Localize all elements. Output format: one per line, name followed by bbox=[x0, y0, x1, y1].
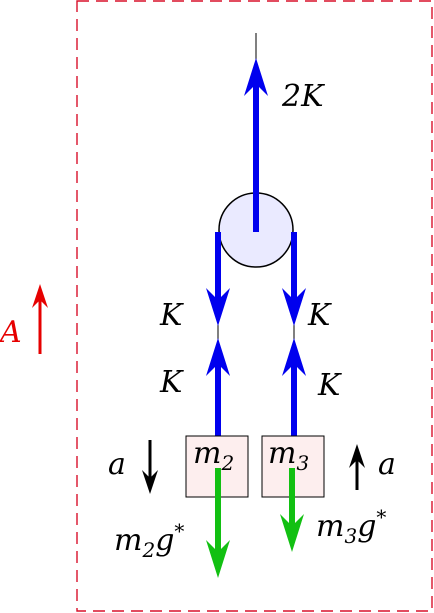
label-weight-right: m3g* bbox=[316, 505, 386, 548]
accel-arrow-left-down bbox=[142, 440, 158, 494]
reference-frame-border bbox=[76, 0, 433, 612]
tension-arrow-left-upper bbox=[206, 232, 230, 326]
accel-arrow-right-up bbox=[349, 444, 365, 490]
label-accel-left: a bbox=[108, 447, 126, 482]
label-support-force: 2K bbox=[281, 79, 325, 114]
label-tension-right-upper: K bbox=[307, 298, 332, 333]
support-force-arrow bbox=[244, 58, 268, 232]
label-weight-left: m2g* bbox=[114, 519, 184, 562]
gravity-arrow-right bbox=[280, 468, 304, 552]
label-tension-left-lower: K bbox=[159, 365, 184, 400]
label-accel-right: a bbox=[378, 447, 396, 482]
label-tension-right-lower: K bbox=[317, 368, 342, 403]
tension-arrow-right-lower bbox=[282, 338, 306, 436]
tension-arrow-left-lower bbox=[206, 338, 230, 436]
label-frame-accel: A bbox=[0, 315, 22, 350]
tension-arrow-right-upper bbox=[282, 232, 306, 326]
gravity-arrow-left bbox=[206, 468, 230, 578]
label-mass-left: m2 bbox=[193, 436, 234, 475]
label-mass-right: m3 bbox=[268, 436, 309, 475]
label-tension-left-upper: K bbox=[159, 298, 184, 333]
frame-accel-arrow bbox=[32, 284, 48, 354]
